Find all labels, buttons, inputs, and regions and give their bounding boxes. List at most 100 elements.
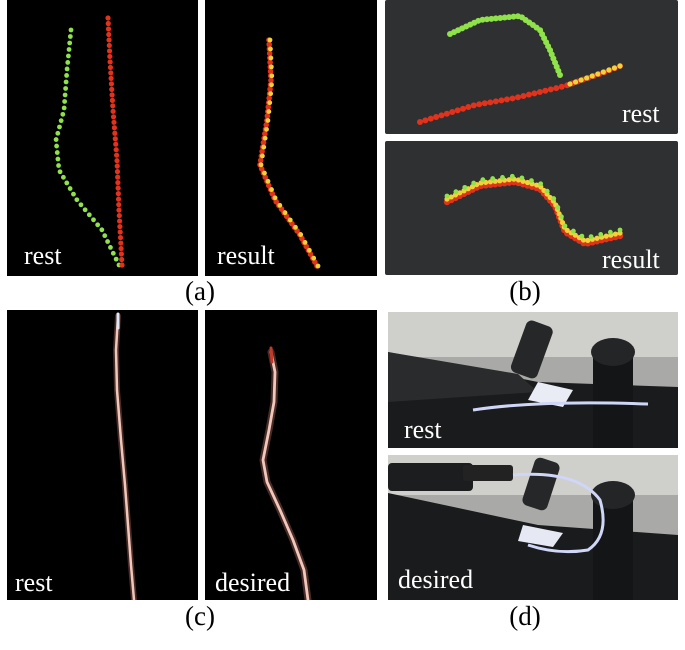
caption-d: (d) bbox=[509, 601, 541, 631]
red-marker bbox=[115, 191, 121, 197]
yellow-marker bbox=[311, 255, 317, 261]
green-marker bbox=[54, 150, 60, 155]
green-marker bbox=[78, 202, 84, 208]
red-marker bbox=[257, 157, 264, 164]
yellow-marker bbox=[584, 75, 590, 81]
red-marker bbox=[427, 115, 434, 122]
yellow-marker bbox=[265, 118, 271, 123]
panel-b-result-markers bbox=[443, 173, 624, 247]
green-marker bbox=[55, 156, 61, 162]
green-marker bbox=[67, 40, 73, 46]
green-marker bbox=[105, 239, 110, 244]
green-marker bbox=[570, 228, 576, 234]
yellow-marker bbox=[497, 178, 503, 184]
caption-a: (a) bbox=[185, 276, 215, 306]
panel-c-rest-rope bbox=[112, 312, 137, 600]
yellow-marker bbox=[594, 235, 600, 241]
red-marker bbox=[422, 117, 429, 124]
green-marker bbox=[500, 175, 505, 180]
rope-desired-tip bbox=[269, 346, 274, 364]
red-marker bbox=[509, 95, 516, 102]
panel-c-rest-label: rest bbox=[15, 568, 53, 597]
yellow-marker bbox=[595, 71, 601, 77]
yellow-marker bbox=[567, 81, 573, 87]
yellow-marker bbox=[258, 162, 264, 168]
red-marker bbox=[492, 98, 499, 105]
red-marker bbox=[114, 152, 120, 158]
red-marker bbox=[116, 202, 122, 208]
red-marker bbox=[115, 196, 122, 202]
panel-b-result-label: result bbox=[602, 245, 660, 274]
green-marker bbox=[110, 250, 116, 256]
green-marker bbox=[55, 130, 61, 136]
red-marker bbox=[438, 112, 445, 119]
green-marker bbox=[56, 163, 61, 168]
green-marker bbox=[562, 223, 568, 229]
red-marker bbox=[503, 96, 510, 103]
yellow-marker bbox=[260, 153, 265, 159]
green-marker bbox=[444, 193, 450, 199]
red-marker bbox=[110, 108, 116, 114]
panel-d-desired-scene bbox=[388, 455, 678, 600]
caption-b: (b) bbox=[509, 276, 541, 306]
red-marker bbox=[106, 42, 112, 49]
red-marker bbox=[260, 139, 267, 146]
red-marker bbox=[542, 87, 549, 94]
red-marker bbox=[525, 91, 532, 98]
green-marker bbox=[519, 175, 525, 181]
green-marker bbox=[53, 137, 59, 142]
green-marker bbox=[617, 227, 623, 233]
red-marker bbox=[115, 185, 121, 191]
red-marker bbox=[433, 114, 440, 121]
green-marker bbox=[67, 186, 73, 191]
caption-c: (c) bbox=[185, 601, 215, 631]
yellow-marker bbox=[272, 195, 278, 201]
red-marker bbox=[476, 101, 483, 108]
green-marker bbox=[506, 14, 513, 21]
panel-d-rest-photo: rest bbox=[388, 312, 678, 448]
red-marker bbox=[106, 48, 113, 54]
green-marker bbox=[555, 205, 561, 210]
panel-d-desired-label: desired bbox=[398, 565, 474, 594]
green-marker bbox=[113, 256, 119, 262]
red-marker bbox=[262, 130, 268, 137]
yellow-marker bbox=[457, 190, 463, 196]
panel-c-rest-image: rest bbox=[7, 310, 198, 600]
green-marker bbox=[99, 227, 105, 233]
red-marker bbox=[266, 95, 272, 101]
red-marker bbox=[111, 125, 118, 131]
red-marker bbox=[111, 119, 117, 125]
red-marker bbox=[443, 110, 450, 117]
yellow-marker bbox=[277, 202, 283, 208]
red-marker bbox=[106, 37, 112, 43]
yellow-marker bbox=[603, 233, 609, 239]
yellow-marker bbox=[572, 232, 578, 238]
red-marker bbox=[259, 148, 265, 155]
red-marker bbox=[108, 75, 114, 81]
green-marker bbox=[510, 13, 517, 20]
green-marker bbox=[60, 111, 66, 117]
yellow-marker bbox=[606, 67, 612, 73]
red-marker bbox=[536, 89, 543, 96]
rope-desired bbox=[261, 350, 310, 600]
green-marker bbox=[509, 173, 515, 179]
green-marker bbox=[579, 233, 585, 239]
green-marker bbox=[102, 233, 108, 239]
yellow-marker bbox=[269, 82, 274, 88]
yellow-marker bbox=[267, 100, 273, 106]
red-marker bbox=[108, 70, 114, 76]
yellow-marker bbox=[269, 73, 275, 79]
green-marker bbox=[62, 99, 68, 104]
yellow-marker bbox=[298, 232, 304, 237]
panel-a-rest-markers bbox=[53, 15, 125, 268]
panel-d-rest-scene bbox=[388, 312, 678, 448]
panel-b-rest-label: rest bbox=[622, 99, 660, 128]
red-marker bbox=[115, 174, 121, 180]
green-marker bbox=[538, 181, 544, 187]
red-marker bbox=[117, 223, 123, 230]
yellow-marker bbox=[268, 91, 274, 97]
red-marker bbox=[454, 107, 461, 114]
yellow-marker bbox=[268, 46, 273, 52]
green-marker bbox=[71, 191, 76, 197]
rope-rest bbox=[114, 314, 136, 600]
